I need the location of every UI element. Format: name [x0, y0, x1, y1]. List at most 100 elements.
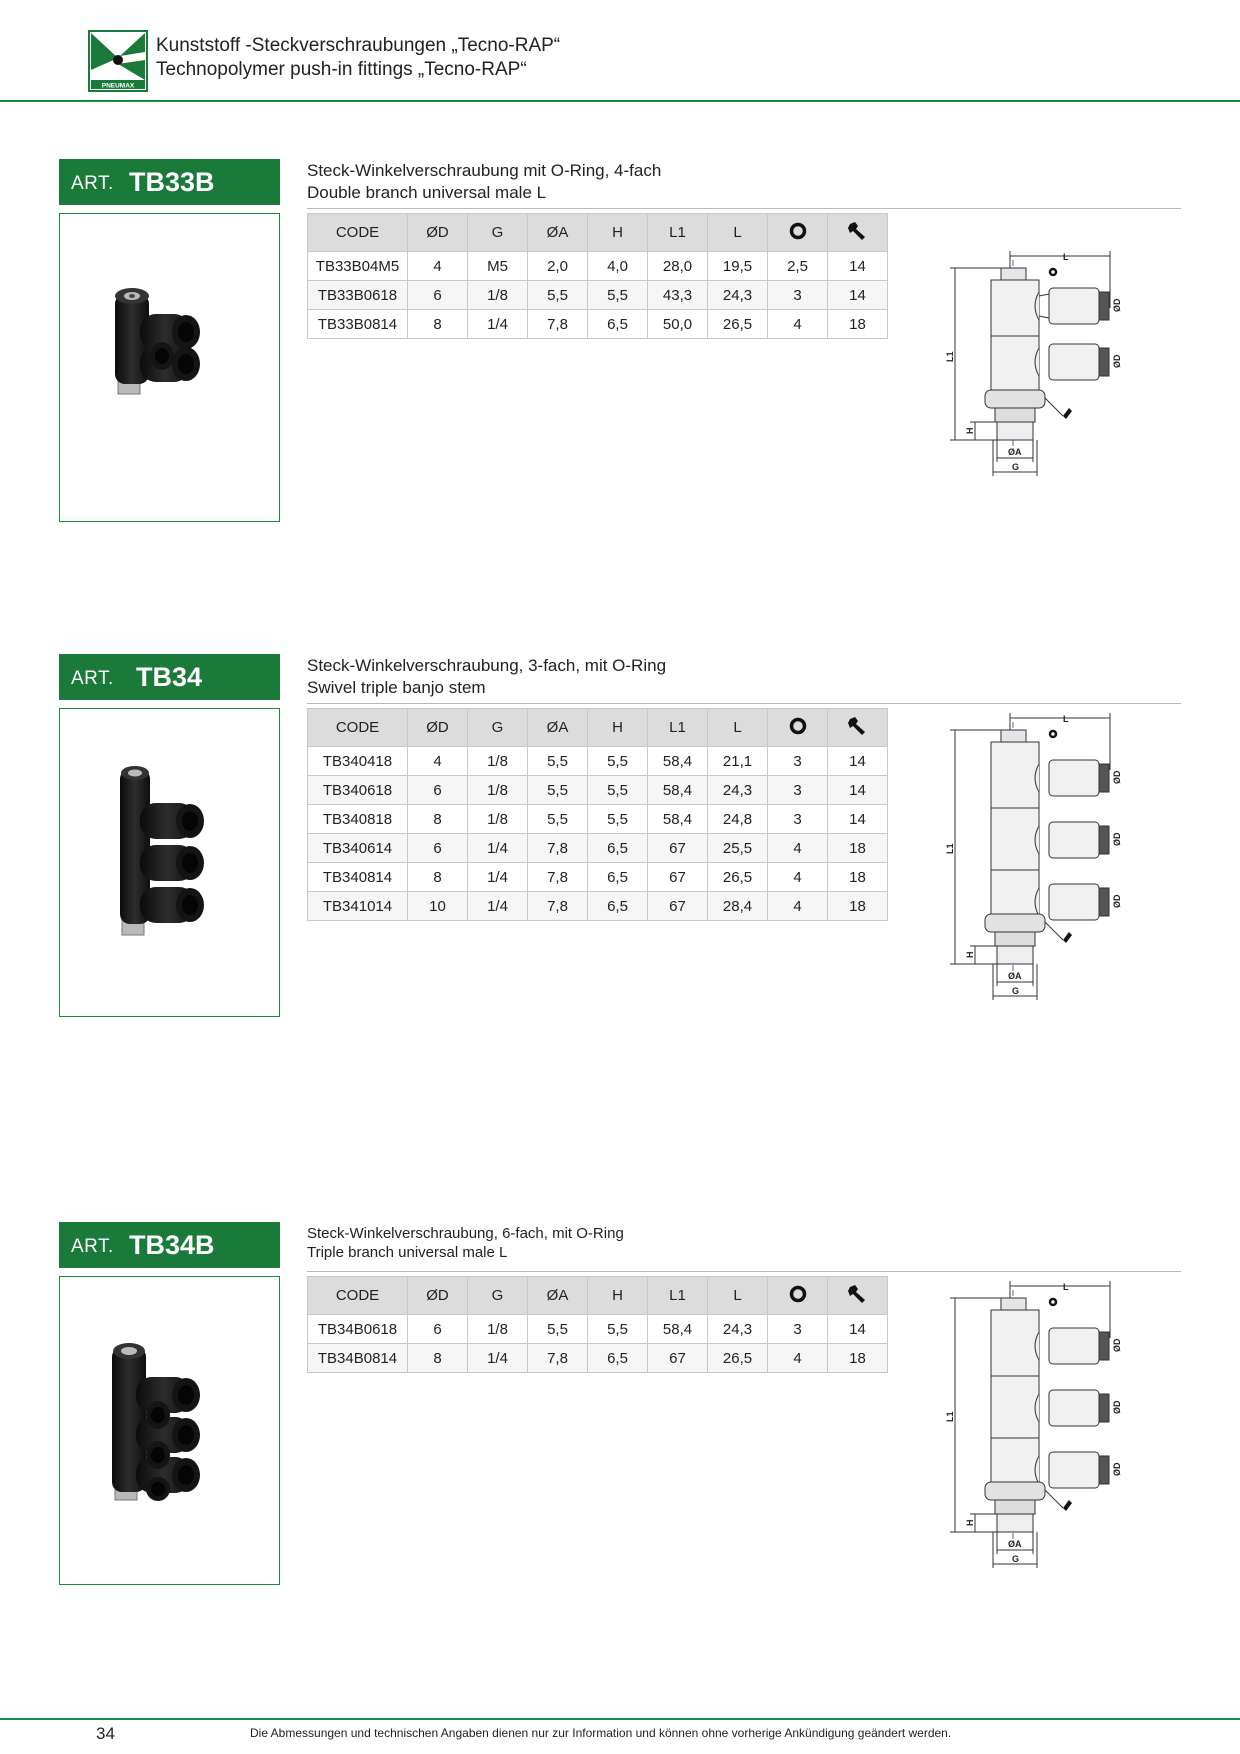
- svg-text:L1: L1: [945, 843, 955, 854]
- col-d: ØD: [407, 1276, 468, 1315]
- art-code: TB34B: [129, 1230, 215, 1260]
- svg-text:ØD: ØD: [1112, 298, 1122, 312]
- fitting-photo: [115, 288, 200, 395]
- description-en: Double branch universal male L: [307, 183, 547, 202]
- svg-text:G: G: [1012, 462, 1019, 472]
- wrench-icon: [1063, 932, 1072, 943]
- svg-text:ØD: ØD: [1112, 1462, 1122, 1476]
- header-title: Kunststoff -Steckverschraubungen „Tecno-…: [156, 34, 560, 82]
- col-h: H: [587, 1276, 648, 1315]
- col-o-ring: [767, 1276, 828, 1315]
- svg-text:ØA: ØA: [1008, 971, 1022, 981]
- product-photo-tb34: [59, 708, 280, 1017]
- product-photo-tb34b: [59, 1276, 280, 1585]
- col-g: G: [467, 708, 528, 747]
- description-tb34b: Steck-Winkelverschraubung, 6-fach, mit O…: [307, 1224, 624, 1262]
- col-code: CODE: [307, 213, 408, 252]
- svg-text:ØD: ØD: [1112, 770, 1122, 784]
- wrench-icon: [847, 221, 865, 240]
- col-wrench: [827, 1276, 888, 1315]
- col-h: H: [587, 708, 648, 747]
- svg-text:G: G: [1012, 986, 1019, 996]
- table-header-row: CODE ØD G ØA H L1 L: [307, 1276, 888, 1315]
- description-de: Steck-Winkelverschraubung, 3-fach, mit O…: [307, 656, 667, 675]
- svg-text:ØD: ØD: [1112, 1338, 1122, 1352]
- svg-text:H: H: [965, 952, 975, 959]
- description-rule: [307, 208, 1181, 209]
- col-a: ØA: [527, 708, 588, 747]
- wrench-icon: [847, 1284, 865, 1303]
- svg-text:ØD: ØD: [1112, 894, 1122, 908]
- technical-drawing-tb34: L L1 ØD ØD ØD H ØA G: [945, 713, 1122, 1000]
- o-ring-icon: [1048, 1297, 1058, 1307]
- art-code: TB34: [136, 662, 203, 692]
- description-en: Triple branch universal male L: [307, 1244, 508, 1261]
- header-title-de: Kunststoff -Steckverschraubungen „Tecno-…: [156, 35, 561, 56]
- technical-drawing-tb33b: L L1 ØD ØD H ØA G: [945, 251, 1122, 476]
- fitting-photo: [120, 766, 204, 936]
- svg-text:ØA: ØA: [1008, 447, 1022, 457]
- pneumax-logo: PNEUMAX: [88, 30, 148, 92]
- art-label: ART.: [71, 668, 114, 689]
- svg-text:ØD: ØD: [1112, 354, 1122, 368]
- art-code: TB33B: [129, 167, 215, 197]
- o-ring-icon: [789, 222, 806, 239]
- header-title-en: Technopolymer push-in fittings „Tecno-RA…: [156, 59, 527, 80]
- description-tb34: Steck-Winkelverschraubung, 3-fach, mit O…: [307, 655, 666, 699]
- col-l: L: [707, 1276, 768, 1315]
- svg-text:ØD: ØD: [1112, 1400, 1122, 1414]
- svg-text:L: L: [1063, 1282, 1069, 1292]
- footer-rule: [0, 1718, 1240, 1720]
- description-tb33b: Steck-Winkelverschraubung mit O-Ring, 4-…: [307, 160, 661, 204]
- col-d: ØD: [407, 708, 468, 747]
- description-en: Swivel triple banjo stem: [307, 678, 486, 697]
- page-header: PNEUMAX Kunststoff -Steckverschraubungen…: [0, 0, 1240, 104]
- product-photo-tb33b: [59, 213, 280, 522]
- col-h: H: [587, 213, 648, 252]
- col-a: ØA: [527, 1276, 588, 1315]
- col-g: G: [467, 213, 528, 252]
- col-l1: L1: [647, 708, 708, 747]
- art-label: ART.: [71, 173, 114, 194]
- svg-text:L: L: [1063, 252, 1069, 262]
- col-l: L: [707, 213, 768, 252]
- svg-text:H: H: [965, 428, 975, 435]
- svg-text:ØA: ØA: [1008, 1539, 1022, 1549]
- col-o-ring: [767, 213, 828, 252]
- col-wrench: [827, 708, 888, 747]
- art-badge-tb33b: ART. TB33B: [59, 159, 280, 205]
- o-ring-icon: [789, 1285, 806, 1302]
- svg-text:L1: L1: [945, 351, 955, 362]
- wrench-icon: [847, 716, 865, 735]
- footer-disclaimer: Die Abmessungen und technischen Angaben …: [250, 1726, 952, 1740]
- fitting-photo: [112, 1343, 200, 1501]
- col-d: ØD: [407, 213, 468, 252]
- table-header-row: CODE ØD G ØA H L1 L: [307, 213, 888, 252]
- svg-text:L1: L1: [945, 1411, 955, 1422]
- table-header-row: CODE ØD G ØA H L1 L: [307, 708, 888, 747]
- description-rule: [307, 703, 1181, 704]
- header-rule: [0, 100, 1240, 102]
- col-l: L: [707, 708, 768, 747]
- art-badge-tb34: ART. TB34: [59, 654, 280, 700]
- svg-text:ØD: ØD: [1112, 832, 1122, 846]
- o-ring-icon: [1048, 267, 1058, 277]
- col-l1: L1: [647, 213, 708, 252]
- wrench-icon: [1063, 408, 1072, 419]
- svg-text:H: H: [965, 1520, 975, 1527]
- col-wrench: [827, 213, 888, 252]
- col-code: CODE: [307, 708, 408, 747]
- page-number: 34: [96, 1724, 115, 1743]
